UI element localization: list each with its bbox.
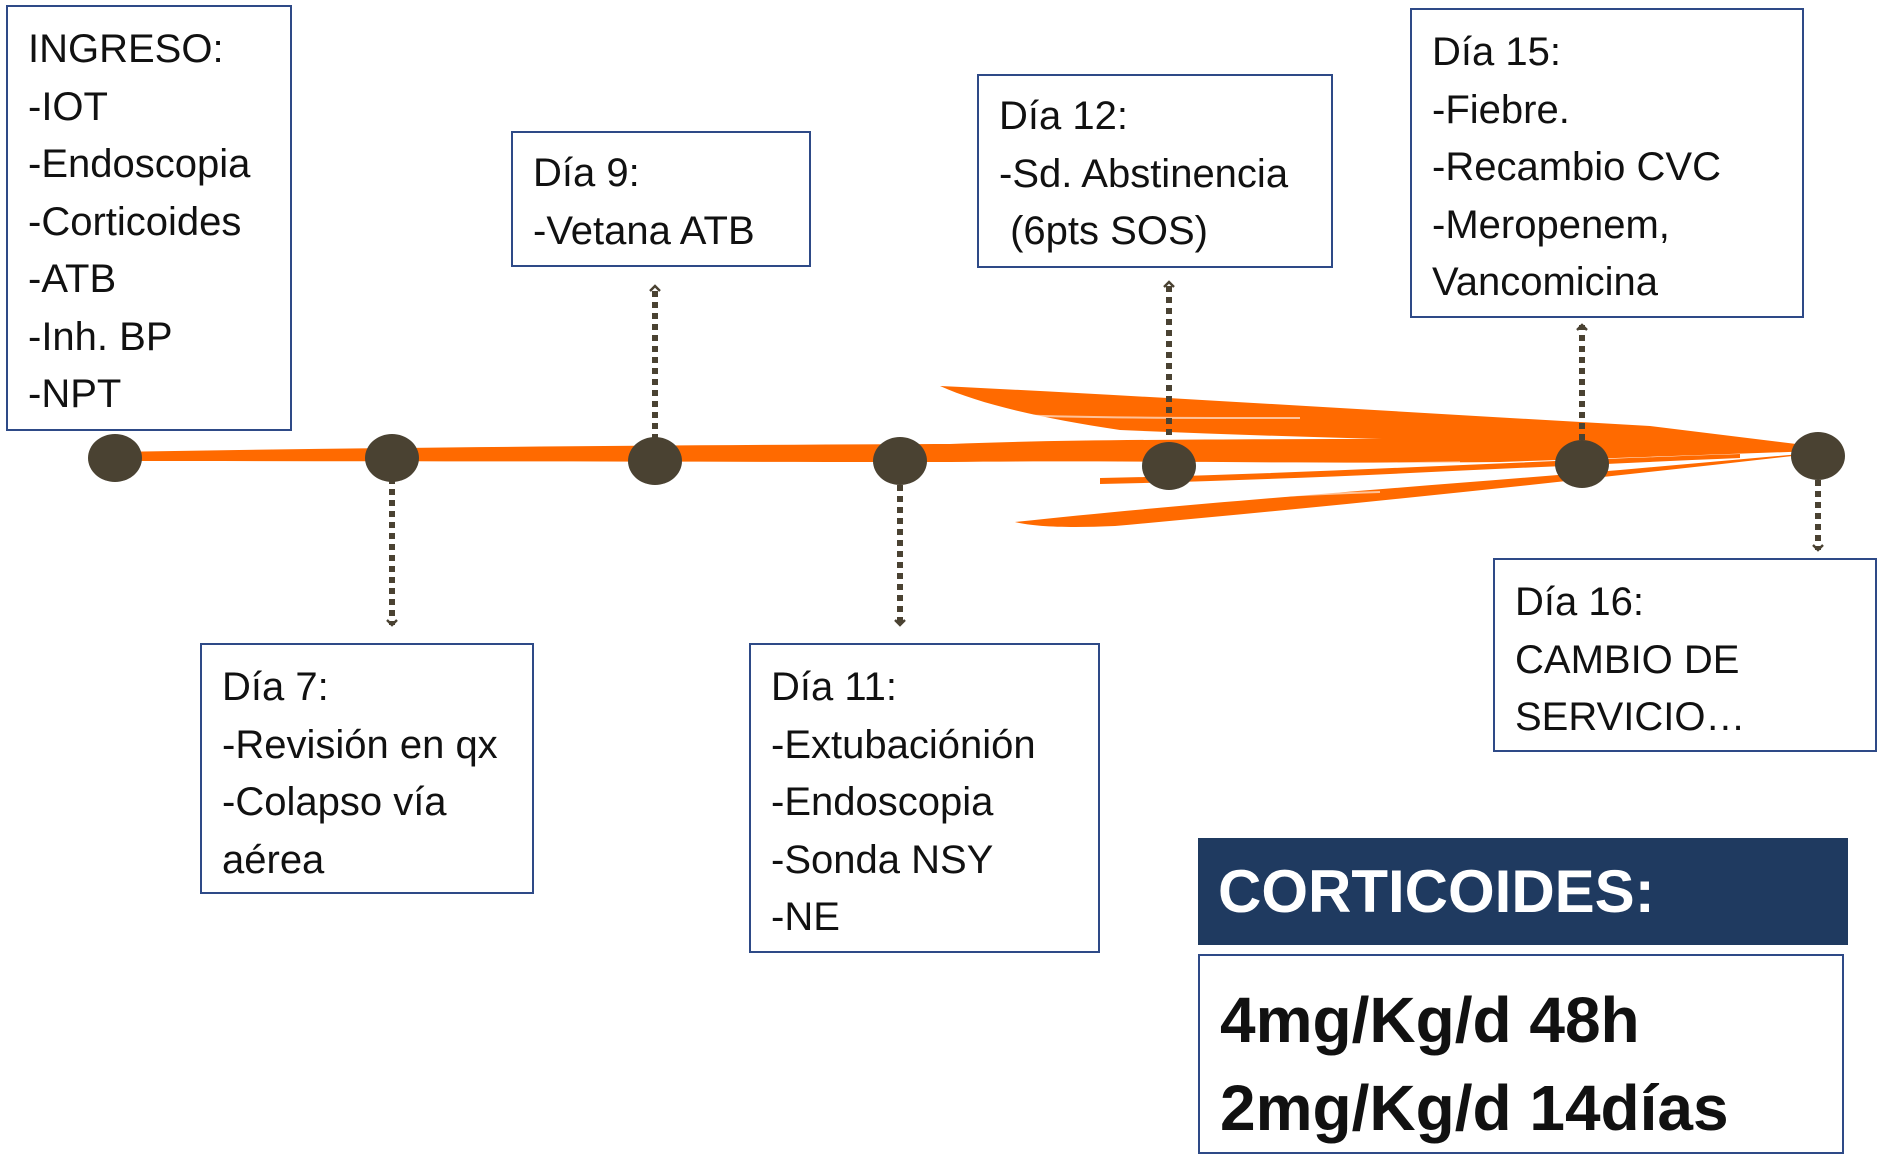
event-box-dia11: Día 11: -Extubaciónión -Endoscopia -Sond… bbox=[749, 643, 1100, 953]
connectors bbox=[386, 280, 1824, 627]
event-title: Día 15: bbox=[1432, 30, 1561, 74]
event-item: -Revisión en qx bbox=[222, 722, 498, 767]
event-title: Día 7: bbox=[222, 665, 329, 709]
event-item: -ATB bbox=[28, 257, 117, 301]
event-title: Día 11: bbox=[771, 665, 897, 709]
event-title: INGRESO: bbox=[28, 27, 224, 71]
node-dia12 bbox=[1142, 442, 1196, 490]
event-item: CAMBIO DE bbox=[1515, 637, 1740, 682]
event-box-dia12: Día 12: -Sd. Abstinencia (6pts SOS) bbox=[977, 74, 1333, 268]
event-title: Día 12: bbox=[999, 94, 1128, 138]
corticoides-dosage-box: 4mg/Kg/d 48h 2mg/Kg/d 14días bbox=[1198, 954, 1844, 1154]
event-item: -Inh. BP bbox=[28, 314, 173, 359]
event-item: -Vetana ATB bbox=[533, 208, 755, 253]
node-ingreso bbox=[88, 434, 142, 482]
event-item: -Sonda NSY bbox=[771, 837, 994, 882]
event-box-dia7: Día 7: -Revisión en qx -Colapso vía aére… bbox=[200, 643, 534, 894]
node-dia16 bbox=[1791, 432, 1845, 480]
timeline-nodes bbox=[88, 432, 1845, 490]
event-item: -Endoscopia bbox=[28, 142, 251, 186]
event-item: -Corticoides bbox=[28, 199, 242, 244]
event-box-dia16: Día 16: CAMBIO DE SERVICIO… bbox=[1493, 558, 1877, 752]
event-box-dia9: Día 9: -Vetana ATB bbox=[511, 131, 811, 267]
dose-line: 4mg/Kg/d 48h bbox=[1220, 984, 1640, 1056]
event-title: Día 9: bbox=[533, 151, 640, 195]
corticoides-header: CORTICOIDES: bbox=[1198, 838, 1848, 945]
event-item: -NE bbox=[771, 895, 840, 939]
event-item: -Sd. Abstinencia bbox=[999, 151, 1289, 196]
event-item: -Fiebre. bbox=[1432, 87, 1570, 132]
node-dia15 bbox=[1555, 440, 1609, 488]
event-box-ingreso: INGRESO: -IOT -Endoscopia -Corticoides -… bbox=[6, 5, 292, 431]
event-item: -Extubaciónión bbox=[771, 722, 1036, 767]
event-item: -Recambio CVC bbox=[1432, 145, 1721, 189]
event-item: SERVICIO… bbox=[1515, 695, 1746, 739]
event-title: Día 16: bbox=[1515, 580, 1644, 624]
event-item: -Colapso vía bbox=[222, 780, 447, 824]
event-item: -Meropenem, bbox=[1432, 202, 1670, 247]
event-item: (6pts SOS) bbox=[999, 209, 1208, 253]
event-item: -IOT bbox=[28, 84, 108, 129]
event-item: Vancomicina bbox=[1432, 260, 1659, 304]
node-dia11 bbox=[873, 437, 927, 485]
node-dia7 bbox=[365, 434, 419, 482]
event-box-dia15: Día 15: -Fiebre. -Recambio CVC -Meropene… bbox=[1410, 8, 1804, 318]
event-item: -Endoscopia bbox=[771, 780, 994, 824]
event-item: aérea bbox=[222, 837, 325, 882]
event-item: -NPT bbox=[28, 372, 122, 416]
node-dia9 bbox=[628, 437, 682, 485]
dose-line: 2mg/Kg/d 14días bbox=[1220, 1072, 1729, 1144]
